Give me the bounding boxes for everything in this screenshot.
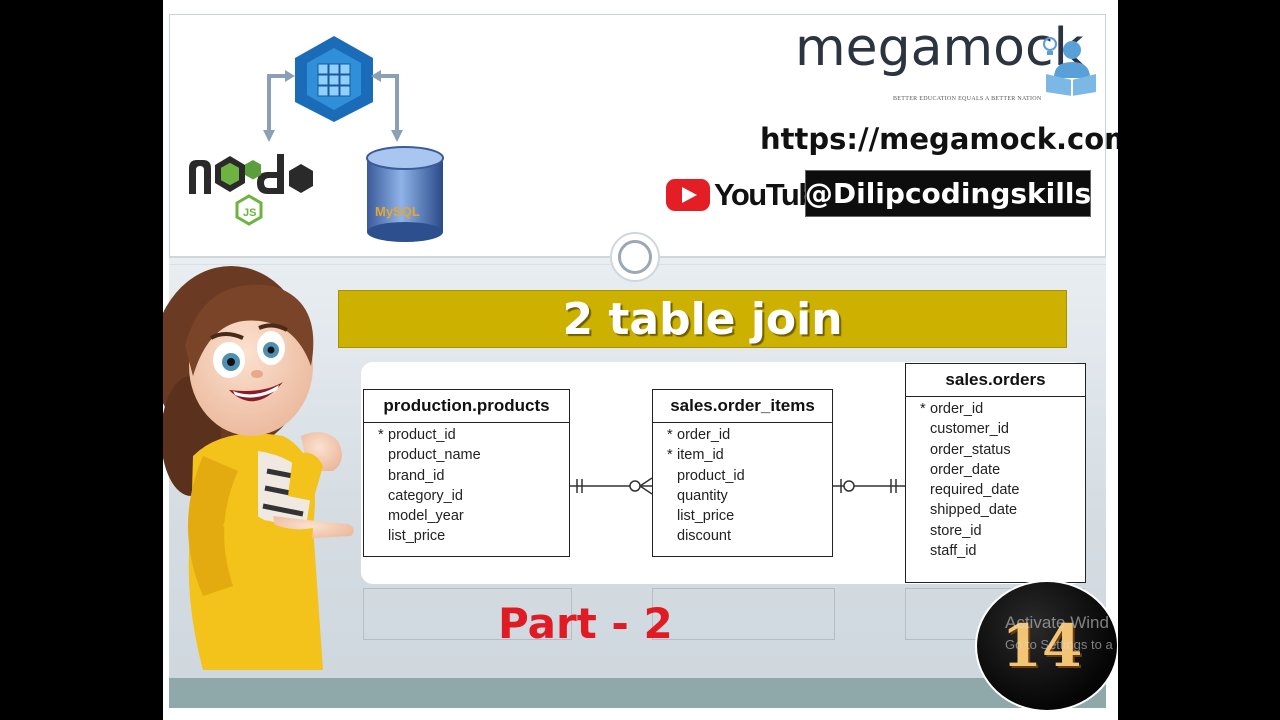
table-header: sales.orders (906, 364, 1085, 397)
table-sales-orders: sales.orders *order_id customer_id order… (905, 363, 1086, 583)
episode-badge: 14 (975, 580, 1118, 712)
table-column: customer_id (930, 421, 1009, 438)
youtube-play-icon (666, 179, 710, 211)
activate-windows-watermark: Activate Wind Go to Settings to a (1005, 612, 1113, 656)
table-column: list_price (388, 528, 446, 545)
reflection-box (652, 588, 835, 640)
divider-circle-icon (610, 232, 660, 282)
watermark-line-1: Activate Wind (1005, 613, 1109, 632)
table-column: category_id (388, 487, 463, 504)
right-arrow-icon (371, 70, 403, 142)
table-production-products: production.products *product_id product_… (363, 389, 570, 557)
footer-bar (169, 678, 1106, 708)
slide-title: 2 table join (562, 293, 843, 345)
table-column: quantity (677, 487, 728, 504)
table-column: staff_id (930, 543, 977, 560)
table-column: order_status (930, 441, 1011, 458)
left-arrow-icon (263, 70, 295, 142)
nodejs-icon: JS (189, 154, 313, 226)
table-column: required_date (930, 482, 1020, 499)
table-sales-order-items: sales.order_items *order_id *item_id pro… (652, 389, 833, 557)
table-column: order_date (930, 461, 1001, 478)
nodejs-sub-label: JS (243, 207, 256, 219)
table-column: discount (677, 528, 732, 545)
table-header: sales.order_items (653, 390, 832, 423)
cartoon-woman-illustration (163, 266, 354, 670)
website-url[interactable]: https://megamock.com/ (760, 122, 1118, 156)
table-column: product_name (388, 447, 481, 464)
reader-icon (1043, 37, 1096, 96)
table-column: shipped_date (930, 502, 1018, 519)
table-column: brand_id (388, 467, 445, 484)
part-label: Part - 2 (498, 599, 673, 648)
episode-number: 14 (1001, 612, 1083, 680)
table-column: *product_id (378, 427, 456, 443)
table-column: *item_id (667, 447, 724, 464)
table-column: list_price (677, 508, 735, 525)
mysql-label: MySQL (375, 204, 420, 219)
watermark-line-2: Go to Settings to a (1005, 637, 1113, 652)
relationship-connectors (570, 477, 905, 495)
mysql-icon: MySQL (366, 146, 444, 242)
diagram-reflection (361, 588, 1085, 648)
reflection-box (363, 588, 572, 640)
table-column: *order_id (667, 427, 731, 443)
table-column: product_id (677, 467, 745, 484)
brand-name: megamock (795, 18, 1084, 78)
thumbnail-slide: JS MySQL megamock BETTER EDUCATION EQUAL… (163, 0, 1118, 720)
table-column: model_year (388, 508, 464, 525)
table-column: store_id (930, 522, 982, 539)
youtube-handle[interactable]: @Dilipcodingskills (805, 170, 1091, 217)
table-column: *order_id (920, 401, 984, 417)
sequelize-icon (295, 36, 373, 122)
table-header: production.products (364, 390, 569, 423)
brand-tagline: BETTER EDUCATION EQUALS A BETTER NATION (893, 96, 1042, 102)
title-banner: 2 table join (338, 290, 1067, 348)
